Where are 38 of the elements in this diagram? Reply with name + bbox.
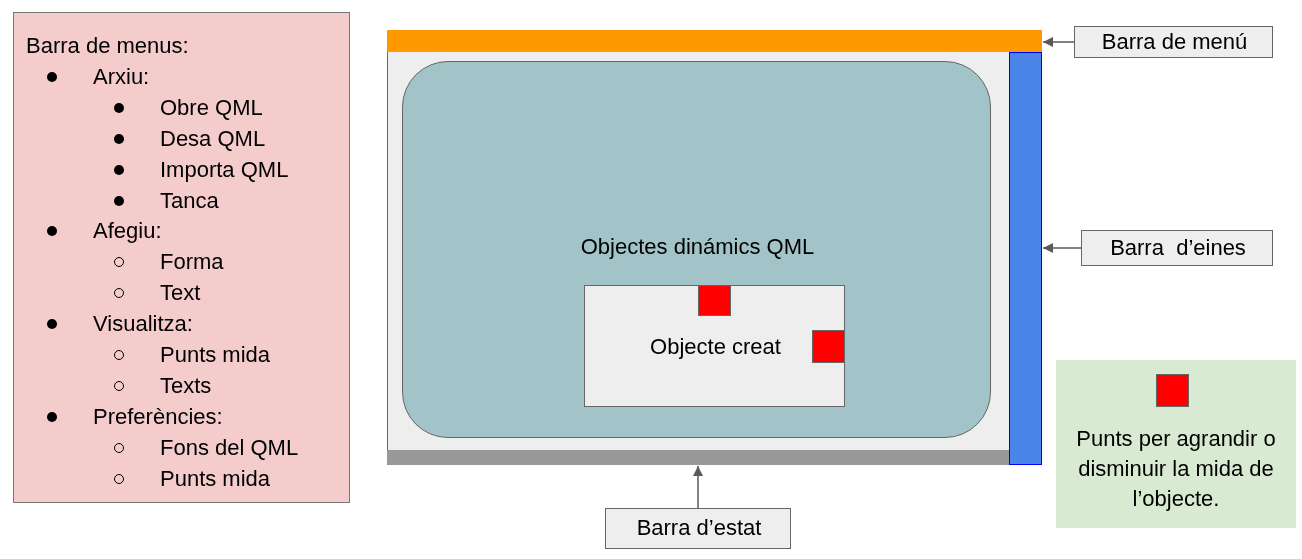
label-text: Objecte creat	[650, 334, 781, 360]
label-text: Objectes dinámics QML	[580, 234, 815, 260]
application-window	[387, 30, 1042, 465]
menu-bar	[387, 30, 1042, 52]
list-item: Arxiu:	[93, 63, 150, 90]
created-object-box	[584, 285, 845, 407]
menu-list-panel	[13, 12, 350, 503]
resize-handle	[1156, 374, 1189, 407]
toolbar	[1009, 52, 1042, 465]
list-item: Afegiu:	[93, 218, 162, 245]
list-item: Punts mida	[160, 342, 271, 368]
callout-box	[1081, 230, 1273, 266]
list-item: Preferències:	[93, 403, 223, 430]
list-item: Texts	[160, 372, 212, 399]
list-item: Punts mida	[160, 465, 271, 492]
list-item: Fons del QML	[160, 434, 299, 461]
arrow	[1042, 243, 1082, 253]
list-item: Visualitza:	[93, 311, 193, 338]
label-text: Barra de menú	[1101, 29, 1248, 55]
callout-box	[605, 508, 791, 549]
resize-handle	[812, 330, 845, 363]
label-text: Barra d’eines	[1110, 235, 1246, 261]
label-text: Punts per agrandir o disminuir la mida de l’objecte.	[1075, 425, 1277, 513]
list-item: Text	[160, 280, 201, 307]
callout-box	[1074, 26, 1273, 58]
resize-handle	[698, 285, 731, 316]
label-text: Barra d’estat	[636, 515, 762, 541]
list-heading: Barra de menus:	[26, 33, 189, 59]
arrow	[1042, 37, 1075, 47]
arrow	[693, 465, 703, 509]
list-item: Importa QML	[160, 156, 289, 183]
list-item: Desa QML	[160, 125, 266, 152]
list-item: Tanca	[160, 187, 219, 214]
list-item: Forma	[160, 249, 224, 276]
canvas-area	[402, 61, 991, 438]
list-item: Obre QML	[160, 94, 263, 121]
note-box	[1056, 360, 1296, 528]
status-bar	[387, 450, 1009, 465]
